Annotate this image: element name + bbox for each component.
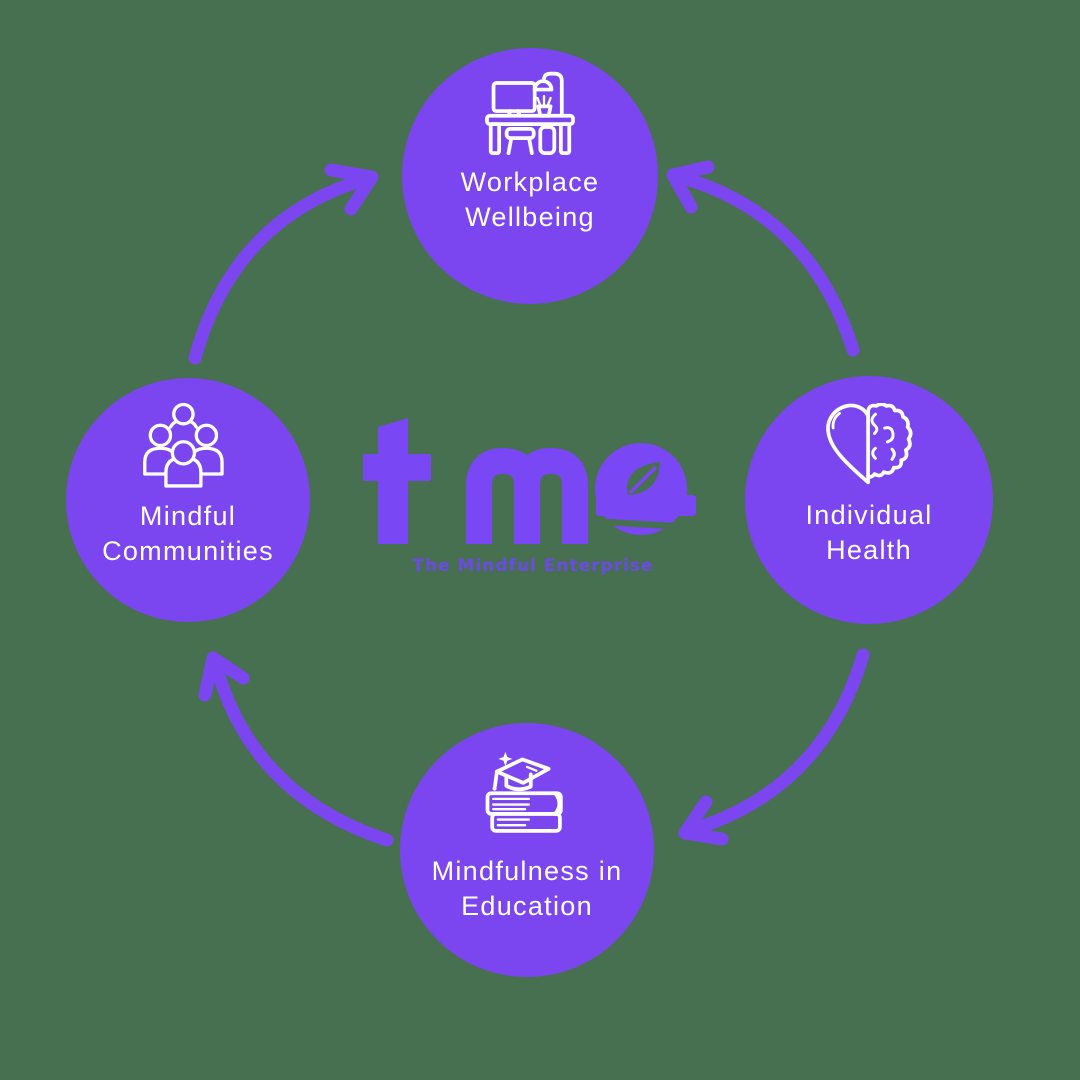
node-mindfulness-in-education: Mindfulness in Education [400, 723, 654, 977]
node-label-line2: Wellbeing [465, 202, 595, 232]
node-label-line1: Individual [805, 499, 933, 530]
logo-letter-e-bar [596, 495, 696, 516]
heart-brain-icon [823, 402, 915, 488]
books-graduation-cap-icon [480, 750, 574, 844]
brand-tagline: The Mindful Enterprise [412, 556, 654, 576]
logo-letter-m [466, 447, 588, 544]
logo-letter-e-notch [604, 518, 703, 532]
node-label-line2: Communities [102, 536, 274, 566]
node-individual-health: Individual Health [745, 376, 993, 624]
node-mindful-communities: Mindful Communities [66, 378, 310, 622]
arrow-right-to-top [666, 160, 860, 357]
node-workplace-wellbeing: Workplace Wellbeing [402, 48, 658, 304]
arrow-left-to-top [188, 163, 379, 365]
logo-letter-t-bar [363, 454, 431, 481]
node-label: Workplace Wellbeing [461, 165, 600, 235]
node-label: Mindfulness in Education [432, 854, 623, 924]
arrow-right-to-bottom [678, 648, 870, 846]
people-group-icon [142, 401, 234, 489]
node-label-line1: Mindfulness in [431, 856, 623, 886]
desk-workstation-icon [483, 69, 577, 155]
tme-logo [363, 418, 703, 544]
node-label-line1: Workplace [460, 167, 600, 197]
node-label: Individual Health [805, 498, 932, 568]
leaf-vein [628, 465, 658, 495]
brand-logo-text: tme [0, 0, 1, 1]
node-label-line2: Education [461, 891, 593, 921]
node-label: Mindful Communities [102, 499, 274, 569]
node-label-line2: Health [826, 534, 912, 565]
node-label-line1: Mindful [139, 501, 237, 531]
arrow-bottom-to-left [198, 651, 394, 847]
